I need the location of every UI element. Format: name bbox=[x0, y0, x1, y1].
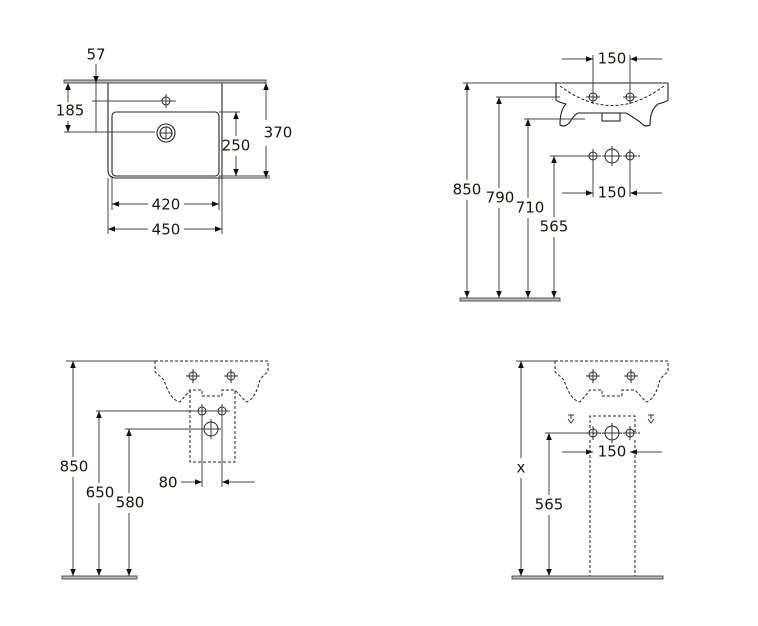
dim-565-label: 565 bbox=[535, 496, 564, 514]
dim-450-label: 450 bbox=[152, 221, 181, 239]
dim-57-label: 57 bbox=[86, 46, 105, 64]
basin-outline-dashed bbox=[554, 360, 669, 403]
dim-850-label: 850 bbox=[60, 458, 89, 476]
dim-420-label: 420 bbox=[152, 196, 181, 214]
basin-side bbox=[555, 82, 669, 127]
dim-565-label: 565 bbox=[540, 218, 569, 236]
dim-x-label: x bbox=[517, 459, 526, 477]
dim-650-label: 650 bbox=[86, 484, 115, 502]
dim-150-bottom-label: 150 bbox=[598, 184, 627, 202]
down-arrow-icon bbox=[567, 414, 575, 424]
dim-710-label: 710 bbox=[516, 199, 545, 217]
dim-185-label: 185 bbox=[56, 102, 85, 120]
wall-bar bbox=[63, 79, 267, 84]
dim-150-top-label: 150 bbox=[598, 50, 627, 68]
half-pedestal-dashed bbox=[189, 390, 236, 463]
pedestal-view: x 565 150 bbox=[511, 360, 669, 580]
dim-150-label: 150 bbox=[598, 443, 627, 461]
basin-outline-dashed bbox=[154, 360, 269, 403]
down-arrow-icon bbox=[647, 414, 655, 424]
dim-250-label: 250 bbox=[222, 137, 251, 155]
floor-bar bbox=[459, 297, 561, 302]
basin-outline bbox=[107, 83, 223, 179]
half-pedestal-view: 850 650 580 80 bbox=[60, 360, 269, 580]
dim-370-label: 370 bbox=[264, 124, 293, 142]
floor-bar bbox=[61, 575, 138, 580]
dim-790-label: 790 bbox=[486, 189, 515, 207]
drain-icon bbox=[156, 123, 176, 143]
dim-80-label: 80 bbox=[158, 474, 177, 492]
floor-bar bbox=[511, 575, 664, 580]
basin-bowl bbox=[111, 111, 220, 177]
dim-580-label: 580 bbox=[116, 494, 145, 512]
top-view: 57 185 250 370 420 450 bbox=[56, 46, 293, 239]
dim-850-label: 850 bbox=[453, 181, 482, 199]
side-view: 150 850 790 710 565 150 bbox=[453, 50, 669, 302]
pedestal-dashed bbox=[589, 415, 636, 576]
